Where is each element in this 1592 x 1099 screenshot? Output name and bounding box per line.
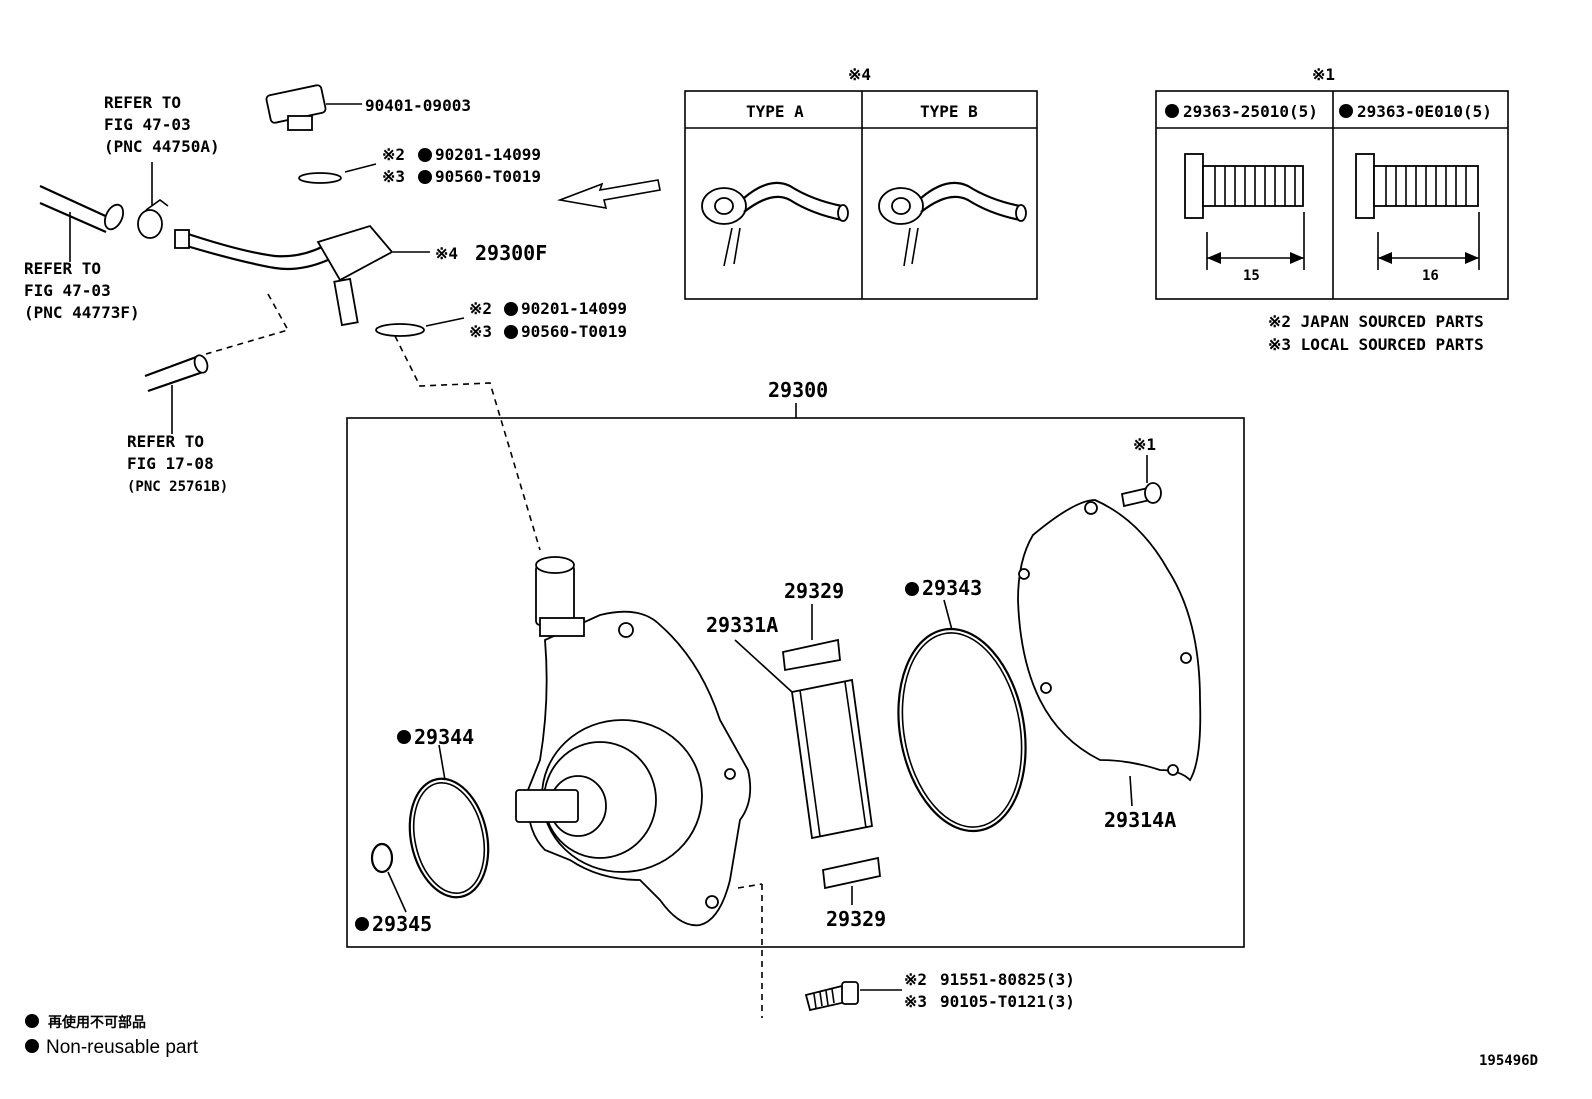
label-union: 29300F xyxy=(475,241,547,265)
ref-line: FIG 47-03 xyxy=(24,281,111,300)
ref-fig-47-03-a: REFER TO FIG 47-03 (PNC 44750A) xyxy=(104,93,220,156)
mark-3: ※3 xyxy=(904,992,927,1011)
non-reusable-dot xyxy=(418,148,432,162)
rotor xyxy=(734,639,874,840)
inset-type-title: ※4 xyxy=(848,65,871,84)
label-bolt-2: 90105-T0121(3) xyxy=(940,992,1075,1011)
inset-type-a: TYPE A xyxy=(746,102,804,121)
mark-2: ※2 xyxy=(904,970,927,989)
mark-4: ※4 xyxy=(435,244,458,263)
vane-bottom xyxy=(822,856,881,905)
label-cover: 29314A xyxy=(1104,808,1176,832)
mark-2: ※2 xyxy=(469,299,492,318)
legend-en: Non-reusable part xyxy=(46,1037,199,1058)
ref-fig-47-03-b: REFER TO FIG 47-03 (PNC 44773F) xyxy=(24,259,140,322)
inset-type-b: TYPE B xyxy=(920,102,978,121)
label-gasket-top-2: 90560-T0019 xyxy=(435,167,541,186)
inset-type: ※4 TYPE A TYPE B xyxy=(684,65,1038,300)
label-oring-large: 29343 xyxy=(922,576,982,600)
cover-screw xyxy=(1120,455,1162,508)
dim-a: 15 xyxy=(1243,268,1260,284)
assembly-box xyxy=(346,417,1245,948)
inset-bolt-b: 29363-0E010(5) xyxy=(1357,102,1492,121)
hose-upper-left xyxy=(39,185,124,262)
ref-line: REFER TO xyxy=(127,432,204,451)
ref-line: FIG 17-08 xyxy=(127,454,214,473)
non-reusable-dot xyxy=(504,302,518,316)
cover xyxy=(1017,499,1202,807)
mark-3: ※3 xyxy=(469,322,492,341)
legend-dot xyxy=(25,1039,39,1053)
label-oring-left: 29344 xyxy=(414,725,474,749)
hose-clamp xyxy=(137,162,169,239)
non-reusable-dot xyxy=(504,325,518,339)
figure-id: 195496D xyxy=(1479,1053,1538,1069)
label-vane-bottom: 29329 xyxy=(826,907,886,931)
ref-line: (PNC 44750A) xyxy=(104,137,220,156)
hose-lower-left xyxy=(144,354,209,434)
label-oring-small: 29345 xyxy=(372,912,432,936)
note-japan: ※2 JAPAN SOURCED PARTS xyxy=(1268,312,1484,331)
inset-bolt: ※1 29363-25010(5) 29363-0E010(5) 15 16 xyxy=(1155,65,1509,300)
mark-3: ※3 xyxy=(382,167,405,186)
non-reusable-dot xyxy=(418,170,432,184)
legend-dot xyxy=(25,1014,39,1028)
vane-top xyxy=(782,604,841,672)
label-gasket-top-1: 90201-14099 xyxy=(435,145,541,164)
label-assembly: 29300 xyxy=(768,378,828,402)
type-a-drawing xyxy=(701,181,849,267)
ref-line: FIG 47-03 xyxy=(104,115,191,134)
legend-jp: 再使用不可部品 xyxy=(48,1014,146,1031)
label-gasket-bot-2: 90560-T0019 xyxy=(521,322,627,341)
type-b-drawing xyxy=(878,181,1027,267)
ref-line: REFER TO xyxy=(104,93,181,112)
union-pipe xyxy=(174,84,541,551)
dim-b: 16 xyxy=(1422,268,1439,284)
ref-line: REFER TO xyxy=(24,259,101,278)
label-rotor: 29331A xyxy=(706,613,778,637)
oring-29343 xyxy=(897,627,1027,833)
mark-2: ※2 xyxy=(382,145,405,164)
label-plug: 90401-09003 xyxy=(365,96,471,115)
vacuum-pump-body xyxy=(515,556,763,1018)
ref-line: (PNC 44773F) xyxy=(24,303,140,322)
inset-bolt-a: 29363-25010(5) xyxy=(1183,102,1318,121)
label-gasket-bot-1: 90201-14099 xyxy=(521,299,627,318)
ref-line: (PNC 25761B) xyxy=(127,479,228,495)
ref-fig-17-08: REFER TO FIG 17-08 (PNC 25761B) xyxy=(127,432,228,495)
oring-29345 xyxy=(370,842,394,874)
arrow-left xyxy=(556,179,661,209)
note-local: ※3 LOCAL SOURCED PARTS xyxy=(1268,335,1484,354)
mark-1: ※1 xyxy=(1133,435,1156,454)
label-vane-top: 29329 xyxy=(784,579,844,603)
pump-bolt xyxy=(804,981,902,1012)
inset-bolt-title: ※1 xyxy=(1312,65,1335,84)
bolt-b-drawing: 16 xyxy=(1355,153,1480,284)
bolt-a-drawing: 15 xyxy=(1184,153,1305,284)
oring-29344 xyxy=(408,777,490,899)
label-bolt-1: 91551-80825(3) xyxy=(940,970,1075,989)
